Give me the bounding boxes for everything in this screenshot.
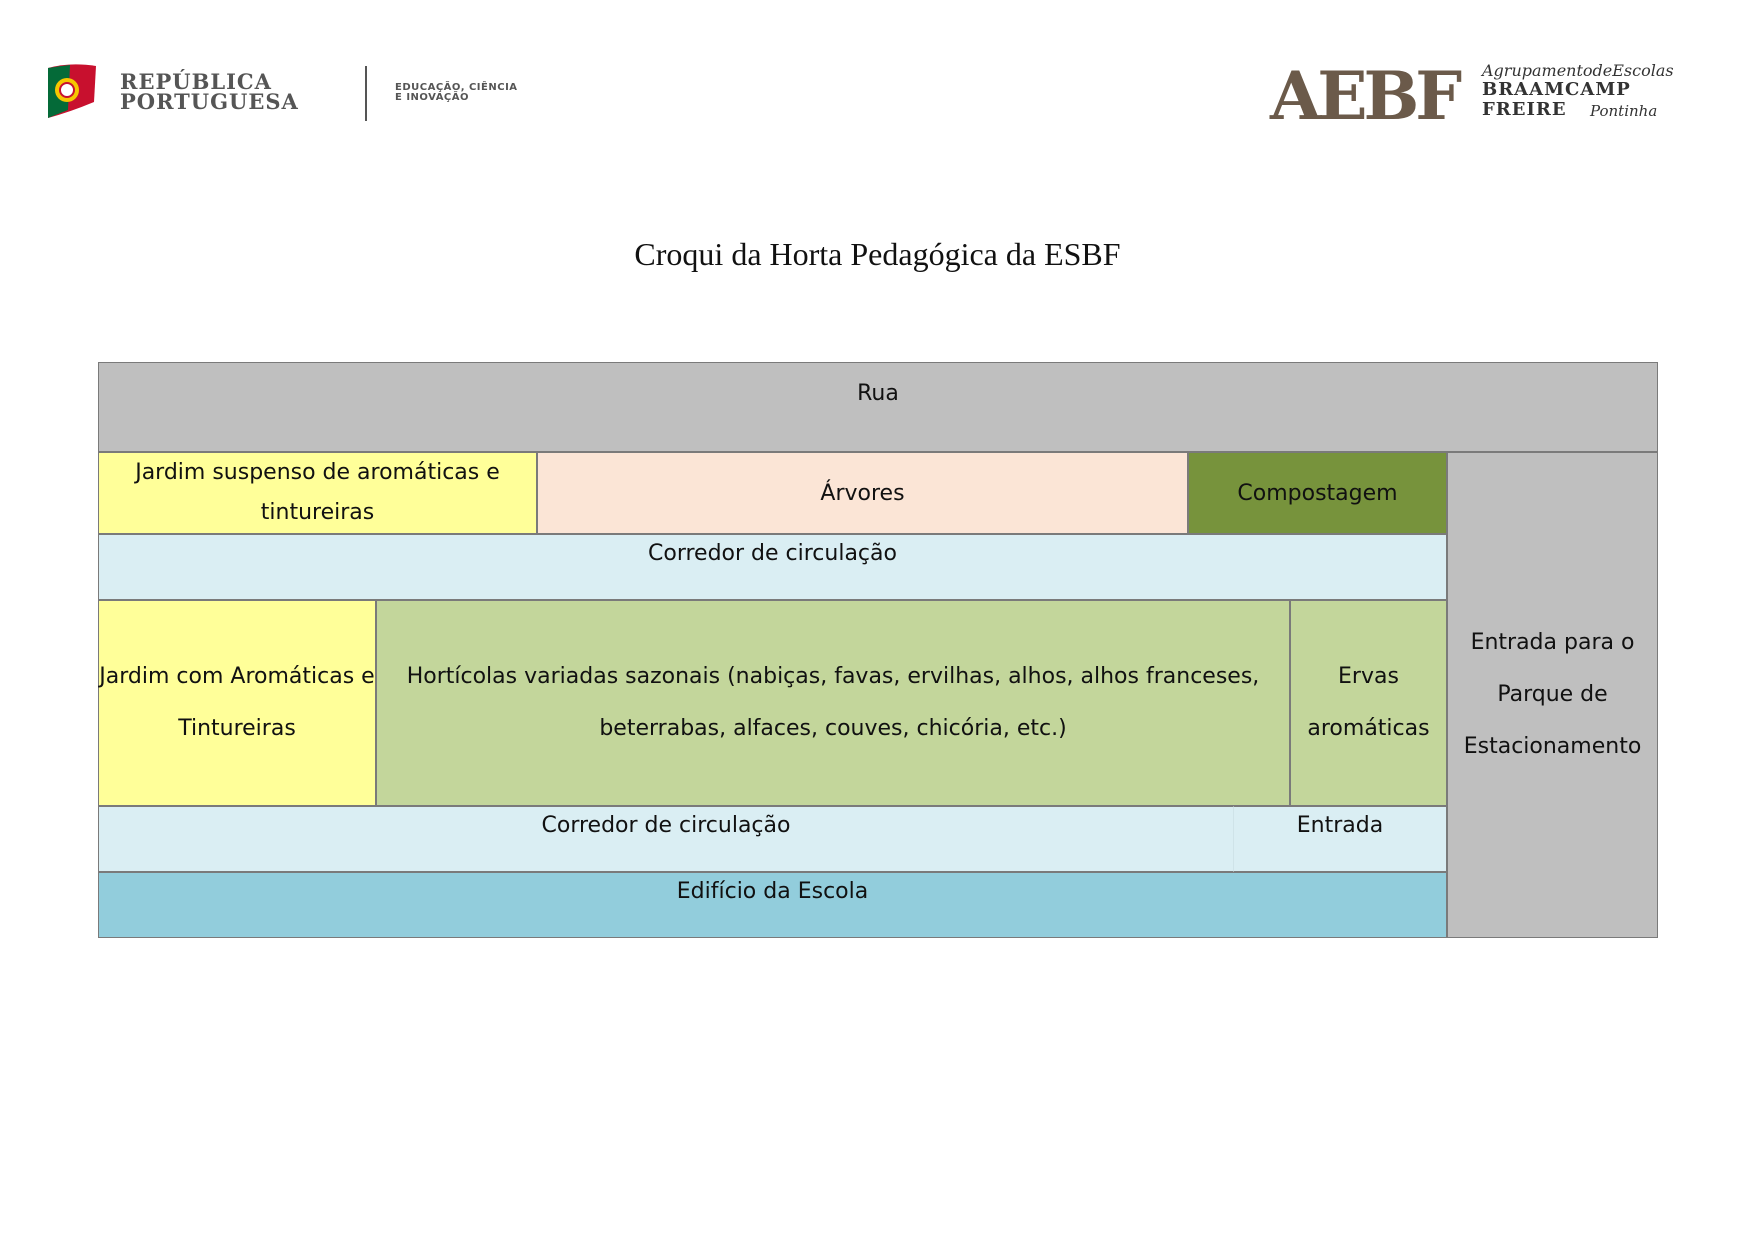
aromatic-garden-zone: Jardim com Aromáticas e Tintureiras	[98, 600, 376, 806]
ministry-name: EDUCAÇÃO, CIÊNCIA E INOVAÇÃO	[395, 83, 518, 103]
garden-sketch-map: Rua Jardim suspenso de aromáticas e tint…	[98, 362, 1658, 938]
portugal-emblem-icon	[48, 64, 96, 118]
school-line-2: BRAAMCAMP	[1482, 79, 1631, 100]
school-logo-letters: AEBF	[1270, 57, 1462, 135]
school-building-zone: Edifício da Escola	[98, 872, 1447, 938]
corridor-top-zone: Corredor de circulação	[98, 534, 1447, 600]
herbs-zone: Ervas aromáticas	[1290, 600, 1447, 806]
logo-divider	[365, 66, 367, 121]
government-logo: REPÚBLICA PORTUGUESA EDUCAÇÃO, CIÊNCIA E…	[40, 60, 560, 130]
ministry-line-1: EDUCAÇÃO, CIÊNCIA	[395, 82, 518, 93]
government-line-2: PORTUGUESA	[120, 89, 299, 114]
government-name: REPÚBLICA PORTUGUESA	[120, 69, 299, 114]
school-line-1: AgrupamentodeEscolas	[1482, 61, 1674, 80]
street-zone: Rua	[98, 362, 1658, 452]
government-line-1: REPÚBLICA	[120, 69, 272, 94]
document-title: Croqui da Horta Pedagógica da ESBF	[634, 236, 1121, 272]
trees-zone: Árvores	[537, 452, 1188, 534]
school-logo: AEBF AgrupamentodeEscolas BRAAMCAMP FREI…	[1270, 60, 1710, 140]
entrance-zone: Entrada	[1233, 806, 1447, 872]
parking-entrance-zone: Entrada para o Parque de Estacionamento	[1447, 452, 1658, 938]
school-line-4: Pontinha	[1590, 102, 1658, 120]
suspended-garden-zone: Jardim suspenso de aromáticas e tinturei…	[98, 452, 537, 534]
school-line-3: FREIRE	[1482, 99, 1567, 120]
vegetables-zone: Hortícolas variadas sazonais (nabiças, f…	[376, 600, 1290, 806]
compost-zone: Compostagem	[1188, 452, 1447, 534]
ministry-line-2: E INOVAÇÃO	[395, 92, 470, 103]
school-name: AgrupamentodeEscolas BRAAMCAMP FREIRE Po…	[1482, 61, 1674, 121]
corridor-bottom-zone: Corredor de circulação	[98, 806, 1233, 872]
